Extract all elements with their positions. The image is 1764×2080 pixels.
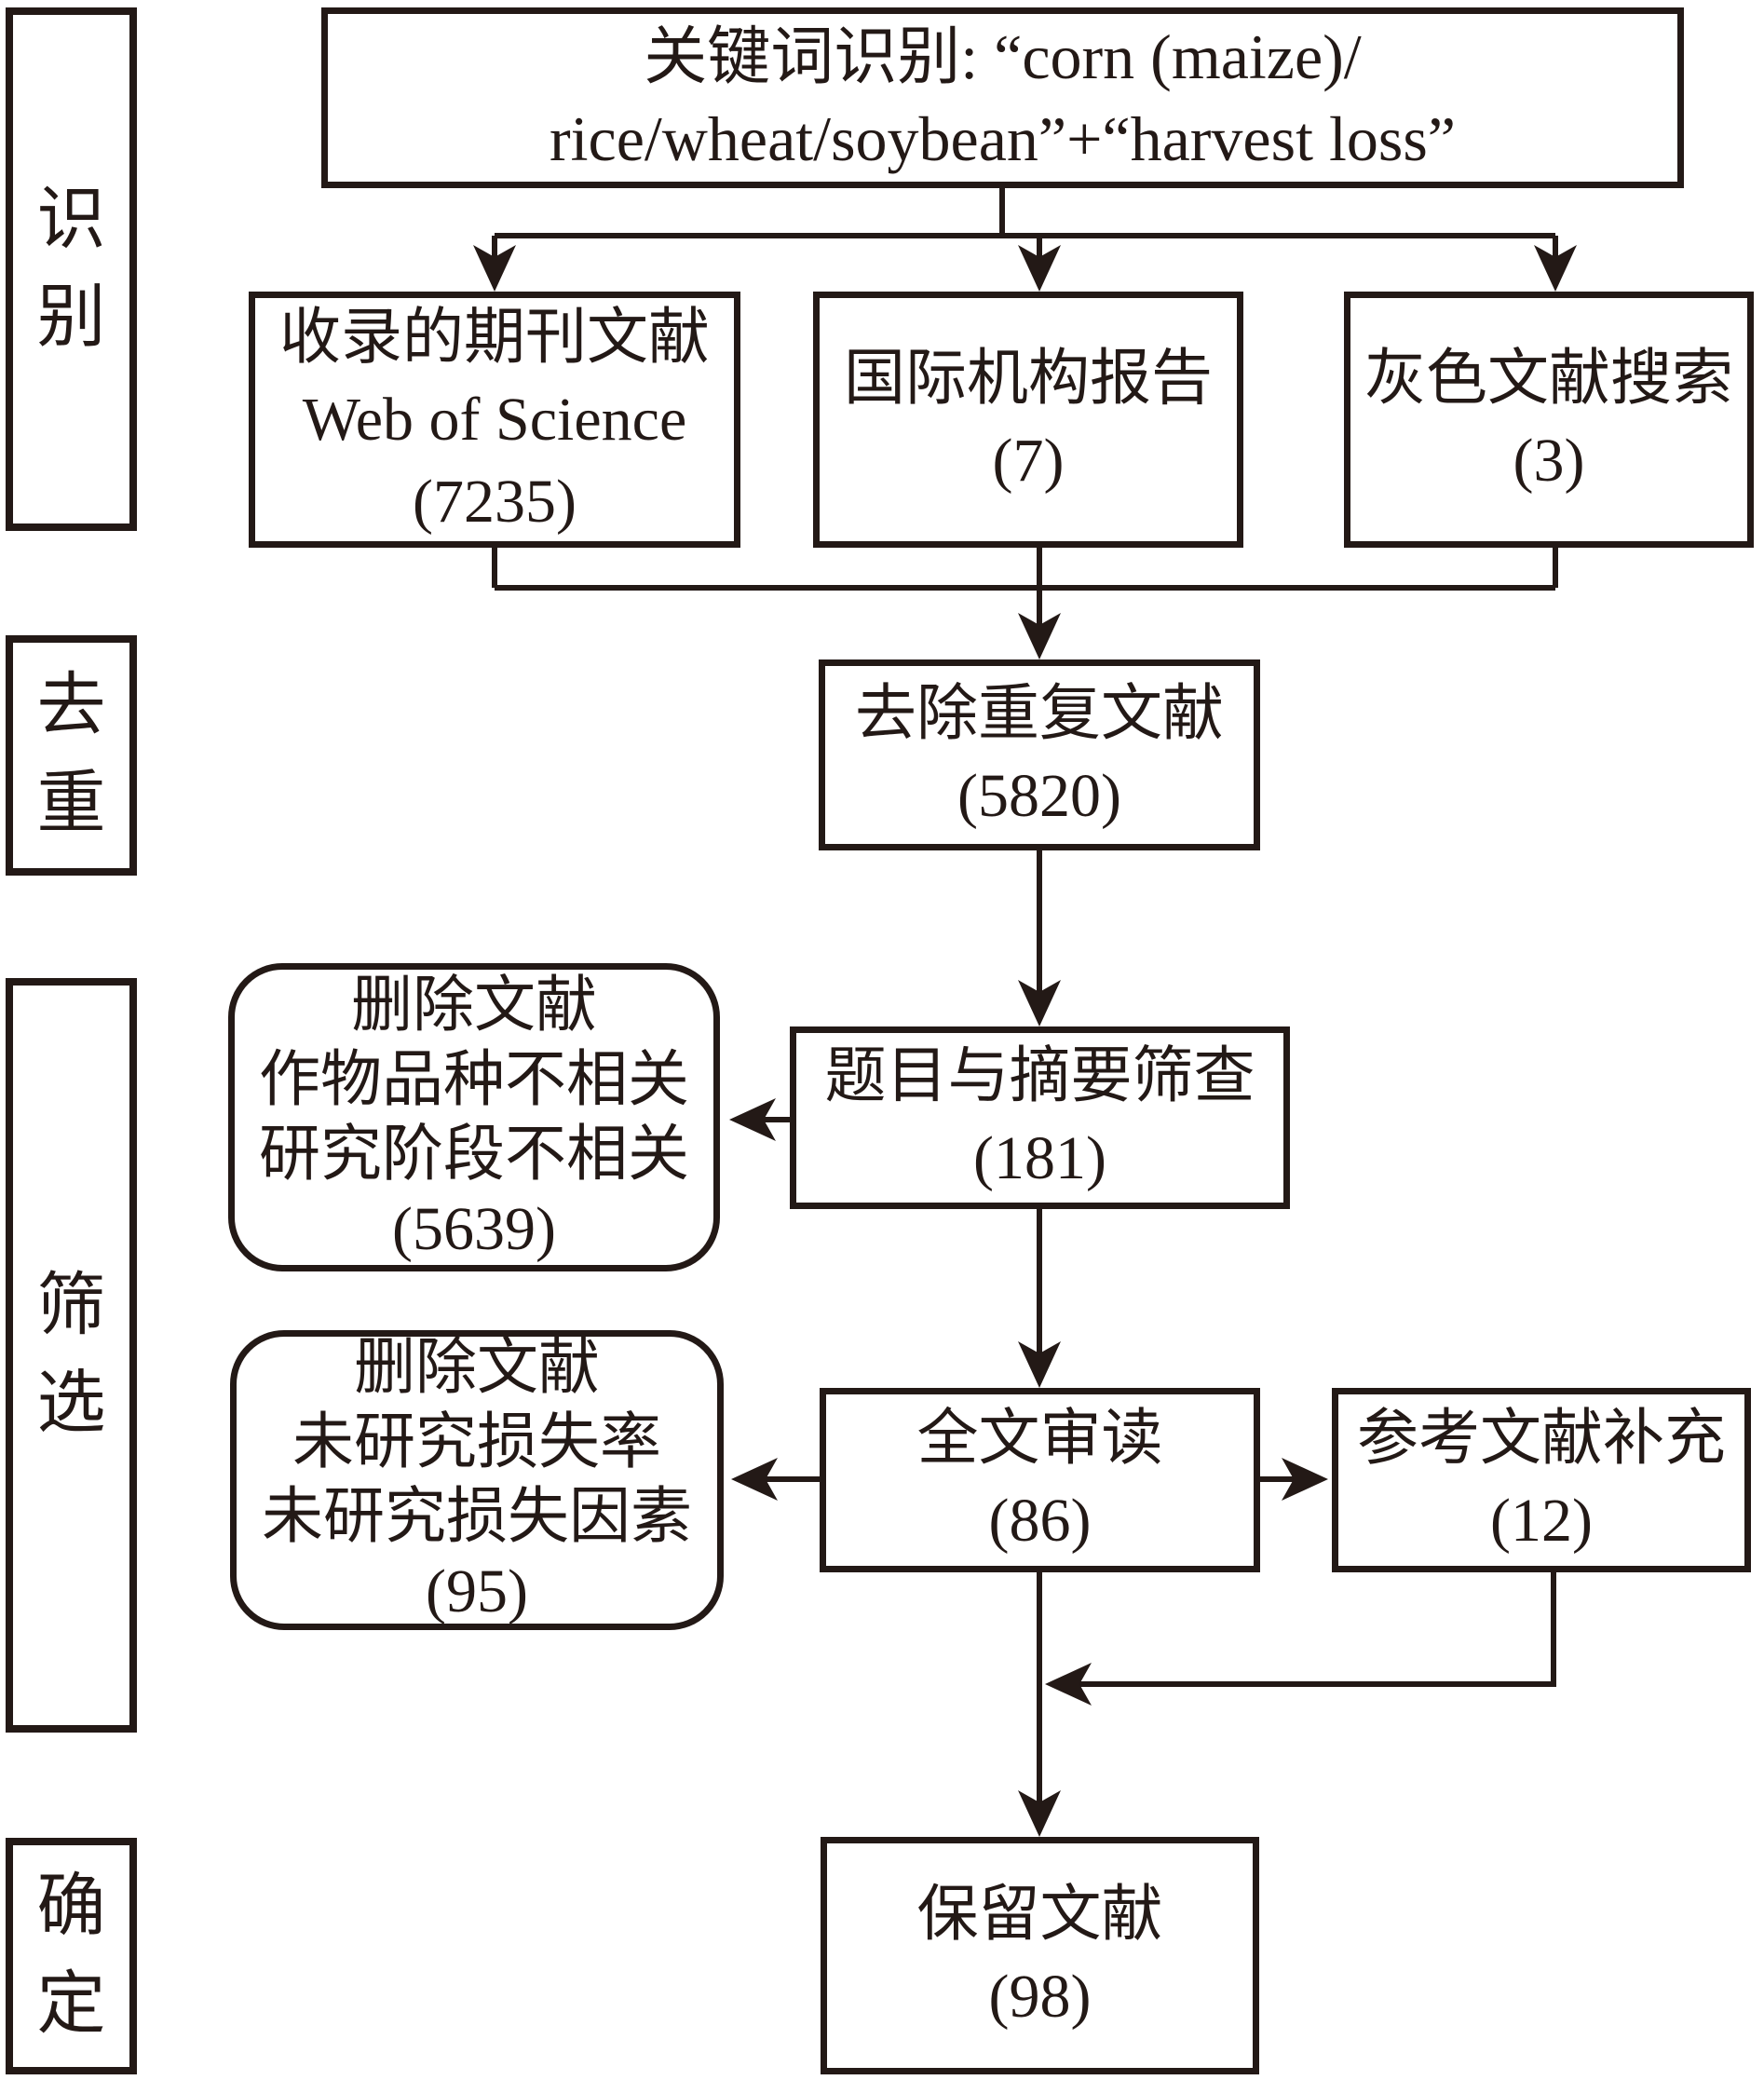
stage-box-identify: 识别 xyxy=(6,7,137,531)
arrowhead-fulltext-excl-left xyxy=(731,1458,778,1501)
node-remove-duplicates: 去除重复文献 (5820) xyxy=(819,659,1260,850)
node-line: (5820) xyxy=(957,761,1121,830)
node-line: (181) xyxy=(973,1124,1106,1192)
arrowhead-branch-left-down xyxy=(473,245,516,292)
stage-label-dedup: 去重 xyxy=(36,667,106,842)
node-line: 研究阶段不相关 xyxy=(259,1120,689,1189)
arrowhead-to-fulltext xyxy=(1018,1341,1061,1388)
node-line: 关键词识别: “corn (maize)/ xyxy=(644,21,1362,92)
arrowhead-title-excl-left xyxy=(729,1098,776,1141)
node-line: 国际机构报告 xyxy=(844,344,1213,413)
node-line: 灰色文献搜索 xyxy=(1364,344,1733,413)
node-reference-supplement: 参考文献补充 (12) xyxy=(1332,1388,1751,1572)
node-line: (98) xyxy=(988,1962,1092,2031)
node-line: (7) xyxy=(992,426,1065,495)
node-line: 删除文献 xyxy=(354,1334,600,1402)
arrowhead-to-ref-right xyxy=(1282,1458,1328,1501)
stage-label-confirm: 确定 xyxy=(36,1868,106,2043)
node-title-abstract-screening: 题目与摘要筛查 (181) xyxy=(790,1026,1290,1209)
node-line: rice/wheat/soybean”+“harvest loss” xyxy=(550,103,1456,174)
stage-box-confirm: 确定 xyxy=(6,1838,137,2074)
arrowhead-branch-right-down xyxy=(1534,245,1577,292)
node-grey-literature: 灰色文献搜索 (3) xyxy=(1344,292,1754,548)
node-line: 删除文献 xyxy=(351,971,597,1040)
node-line: 去除重复文献 xyxy=(855,679,1224,748)
node-line: 未研究损失因素 xyxy=(262,1483,692,1551)
node-excluded-fulltext-review: 删除文献 未研究损失率 未研究损失因素 (95) xyxy=(230,1330,724,1630)
node-excluded-title-screening: 删除文献 作物品种不相关 研究阶段不相关 (5639) xyxy=(228,963,720,1271)
arrowhead-branch-mid-down xyxy=(1018,245,1061,292)
node-line: (95) xyxy=(426,1557,528,1625)
node-line: 保留文献 xyxy=(916,1880,1163,1949)
arrowhead-ref-feedback-left xyxy=(1045,1663,1092,1706)
node-line: Web of Science xyxy=(302,385,687,454)
arrowhead-to-retained xyxy=(1018,1790,1061,1837)
node-international-reports: 国际机构报告 (7) xyxy=(813,292,1243,548)
node-retained-literature: 保留文献 (98) xyxy=(821,1837,1259,2074)
node-line: (3) xyxy=(1513,426,1585,495)
node-line: (7235) xyxy=(413,467,577,536)
node-line: 全文审读 xyxy=(916,1405,1163,1473)
stage-box-screen: 筛选 xyxy=(6,978,137,1733)
node-line: (12) xyxy=(1490,1487,1593,1555)
node-line: 收录的期刊文献 xyxy=(279,303,710,372)
node-line: 题目与摘要筛查 xyxy=(824,1042,1255,1110)
arrowhead-to-dedup xyxy=(1018,613,1061,659)
connector-ref-feedback xyxy=(1079,1572,1556,1687)
node-line: 参考文献补充 xyxy=(1357,1405,1726,1473)
node-fulltext-review: 全文审读 (86) xyxy=(820,1388,1260,1572)
node-line: 未研究损失率 xyxy=(292,1408,661,1476)
node-line: (86) xyxy=(988,1487,1092,1555)
stage-label-screen: 筛选 xyxy=(36,1267,106,1442)
node-keyword-identification: 关键词识别: “corn (maize)/ rice/wheat/soybean… xyxy=(321,7,1684,188)
node-line: 作物品种不相关 xyxy=(259,1045,689,1114)
node-line: (5639) xyxy=(392,1194,556,1263)
arrowhead-to-title xyxy=(1018,980,1061,1026)
node-web-of-science: 收录的期刊文献 Web of Science (7235) xyxy=(249,292,740,548)
stage-label-identify: 识别 xyxy=(36,181,106,356)
stage-box-dedup: 去重 xyxy=(6,635,137,876)
